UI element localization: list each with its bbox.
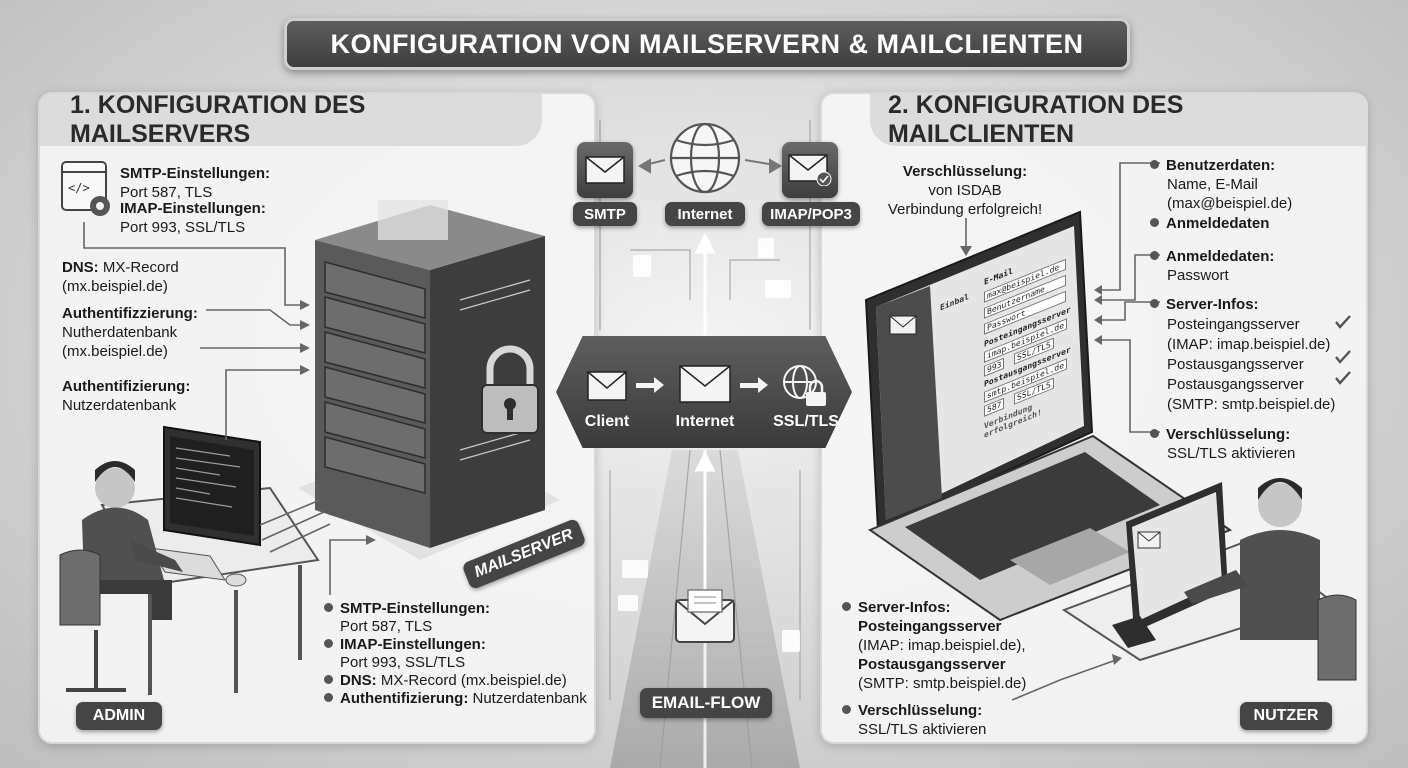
admin-label: ADMIN xyxy=(76,702,162,730)
code-settings-icon: </> xyxy=(61,161,110,216)
bullet-icon xyxy=(842,602,851,611)
dns-settings: DNS: MX-Record(mx.beispiel.de) xyxy=(62,259,179,295)
node-smtp: SMTP xyxy=(573,202,637,226)
nutzer-workstation xyxy=(1061,478,1357,681)
check-icon xyxy=(1335,350,1351,364)
mailserver-tower xyxy=(298,200,560,560)
login-password-info: Anmeldedaten: Passwort xyxy=(1150,247,1274,285)
nutzer-label: NUTZER xyxy=(1240,702,1332,730)
check-icon xyxy=(1335,315,1351,329)
bullet-icon xyxy=(1150,160,1159,169)
bullet-icon xyxy=(842,705,851,714)
mailserver-config-heading: 1. KONFIGURATION DES MAILSERVERS xyxy=(40,91,542,148)
imap-envelope-icon xyxy=(782,142,838,198)
user-data-info: Benutzerdaten: Name, E-Mail (max@beispie… xyxy=(1150,156,1292,213)
flow-node-client: Client xyxy=(584,413,630,430)
bullet-icon xyxy=(324,693,333,702)
node-imap-pop3: IMAP/POP3 xyxy=(762,202,860,226)
login-data-info: Anmeldedaten xyxy=(1150,214,1269,233)
smtp-envelope-icon xyxy=(577,142,633,198)
svg-text:</>: </> xyxy=(68,181,90,195)
client-bottom-list: Server-Infos: Posteingangsserver (IMAP: … xyxy=(842,598,1026,739)
auth-settings-2: Authentifizierung:Nutzerdatenbank xyxy=(62,378,191,414)
check-icon xyxy=(1335,371,1351,385)
page-title: KONFIGURATION VON MAILSERVERN & MAILCLIE… xyxy=(284,18,1130,70)
bullet-icon xyxy=(1150,218,1159,227)
mailclient-config-heading: 2. KONFIGURATION DES MAILCLIENTEN xyxy=(870,91,1368,148)
admin-workstation xyxy=(59,425,320,695)
server-info: Server-Infos: Posteingangsserver (IMAP: … xyxy=(1150,295,1335,415)
flow-node-internet: Internet xyxy=(675,413,735,430)
flow-node-ssl-tls: SSL/TLS xyxy=(773,413,839,430)
padlock-icon xyxy=(481,345,539,434)
bullet-icon xyxy=(1150,251,1159,260)
node-internet-top: Internet xyxy=(665,202,745,226)
bullet-icon xyxy=(324,675,333,684)
imap-settings: IMAP-Einstellungen:Port 993, SSL/TLS xyxy=(120,200,266,236)
ssl-lock-icon xyxy=(806,379,826,406)
bullet-icon xyxy=(1150,429,1159,438)
email-flow-label: EMAIL-FLOW xyxy=(640,688,772,718)
bullet-icon xyxy=(1150,299,1159,308)
bullet-icon xyxy=(324,603,333,612)
smtp-settings: SMTP-Einstellungen:Port 587, TLS xyxy=(120,165,270,201)
email-flow-envelope-icon xyxy=(675,589,735,643)
bullet-icon xyxy=(324,639,333,648)
mail-app-icon xyxy=(889,315,917,335)
auth-settings-1: Authentifizzierung:Nutherdatenbank(mx.be… xyxy=(62,305,198,360)
server-bottom-list: SMTP-Einstellungen: Port 587, TLS IMAP-E… xyxy=(324,600,587,708)
encryption-info: Verschlüsselung: SSL/TLS aktivieren xyxy=(1150,425,1295,463)
